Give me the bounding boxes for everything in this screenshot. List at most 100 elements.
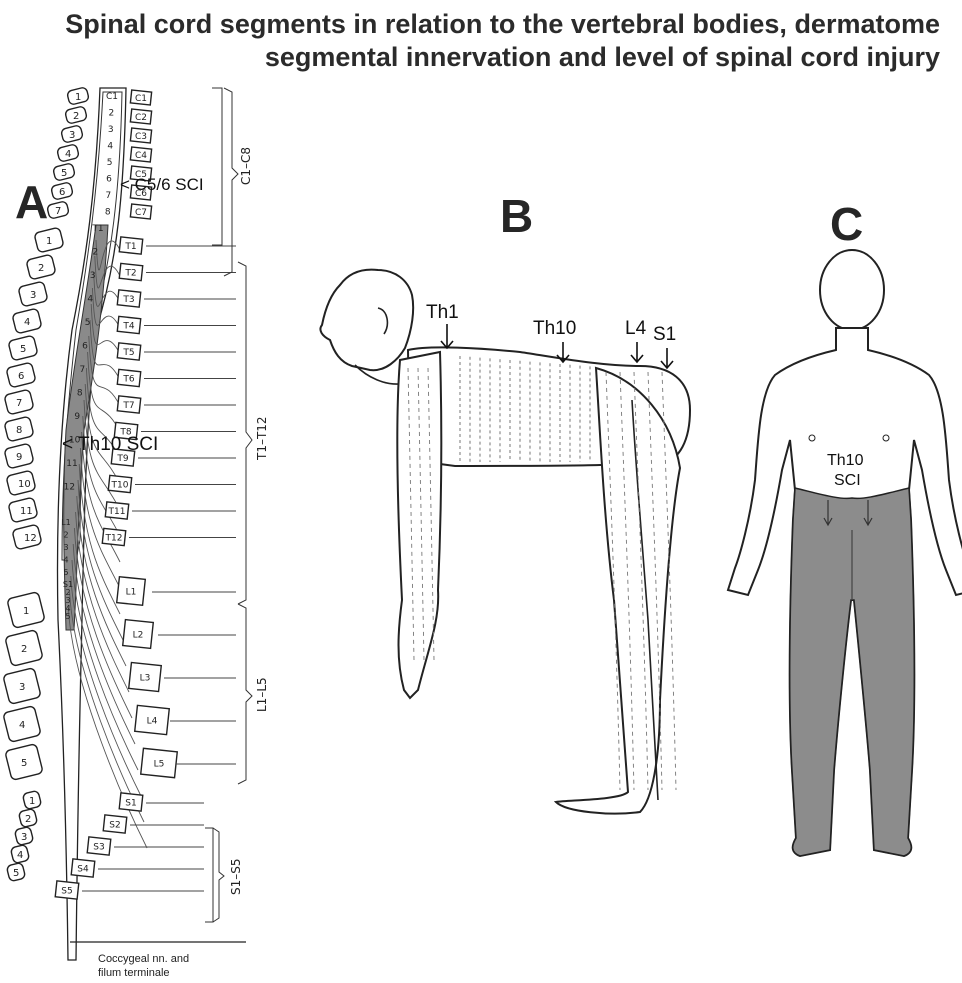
vertebra-number: 4: [19, 720, 25, 731]
bracket-label-s1-s5: S1–S5: [229, 858, 243, 895]
cord-segment-label: L1: [61, 518, 71, 527]
footnote-line-2: filum terminale: [98, 967, 170, 979]
vertebra-number: 1: [46, 236, 52, 247]
bracket-label-c1-c8: C1–C8: [239, 147, 253, 185]
bracket-t: [238, 262, 252, 604]
cord-segment-label: 5: [65, 612, 70, 621]
vertebra-number: 2: [21, 644, 27, 655]
cord-segment-label: 11: [66, 459, 77, 469]
thoracic-root-label: T5: [122, 348, 134, 358]
sacral-root-label: S2: [109, 821, 120, 831]
sci-th10-annotation: < Th10 SCI: [62, 434, 158, 455]
cervical-root-label: C1: [135, 94, 147, 104]
vertebra-number: 3: [19, 682, 25, 693]
cord-segment-label: 3: [90, 271, 96, 281]
cervical-root-label: C4: [135, 151, 147, 161]
vertebra-number: 4: [17, 850, 23, 861]
vertebra-number: 5: [13, 868, 19, 879]
label-l4: L4: [625, 318, 647, 339]
cord-segment-label: 4: [107, 142, 113, 152]
label-s1: S1: [653, 324, 676, 345]
figure-b-arm: [397, 352, 441, 698]
vertebra-number: 5: [20, 344, 26, 355]
label-c-line-1: Th10: [827, 452, 864, 469]
figure-b-head: [320, 270, 413, 371]
cord-segment-label: T1: [91, 224, 103, 234]
vertebra-number: 10: [18, 479, 31, 490]
vertebra-number: 3: [30, 290, 36, 301]
vertebra-number: 5: [21, 758, 27, 769]
vertebra-number: 5: [61, 168, 67, 179]
vertebra-number: 6: [18, 371, 24, 382]
sacral-root-label: S1: [125, 799, 136, 809]
panel-c: C Th10 SCI: [728, 198, 962, 856]
cord-segment-label: 5: [107, 158, 113, 168]
lumbar-root-label: L4: [147, 717, 158, 727]
thoracic-root-label: T12: [105, 534, 123, 544]
cord-segment-label: 4: [63, 556, 68, 565]
thoracic-root-label: T1: [124, 242, 136, 252]
thoracic-root-label: T2: [124, 269, 136, 279]
cord-segment-label: 12: [64, 483, 75, 493]
sci-c5-annotation: < C5/6 SCI: [120, 175, 204, 194]
bracket-s: [205, 828, 213, 922]
cord-segment-label: C1: [106, 92, 118, 102]
bracket-c-curly: [224, 88, 238, 276]
panel-a-letter: A: [15, 176, 48, 228]
thoracic-root-label: T9: [116, 454, 128, 464]
thoracic-root-label: T3: [122, 295, 134, 305]
thoracic-root-label: T4: [122, 322, 134, 332]
vertebra-number: 12: [24, 533, 37, 544]
vertebra-number: 7: [55, 206, 61, 217]
vertebra-number: 7: [16, 398, 22, 409]
cord-segment-label: 2: [109, 109, 115, 119]
segment-lines: [82, 246, 236, 891]
bracket-c: [212, 88, 222, 245]
cord-segment-label: 2: [93, 248, 99, 258]
cord-segment-label: 5: [63, 568, 68, 577]
vertebra-number: 1: [75, 92, 81, 103]
arrow-s1: [661, 348, 673, 368]
sacral-root-label: S3: [93, 843, 104, 853]
cord-segment-label: 7: [106, 191, 112, 201]
bracket-label-t1-t12: T1–T12: [255, 416, 269, 461]
lumbar-root-label: L3: [140, 674, 151, 684]
cord-segment-label: 3: [63, 543, 68, 552]
lumbar-root-label: L5: [154, 760, 165, 770]
vertebra-number: 9: [16, 452, 22, 463]
cord-segment-label: 2: [63, 531, 68, 540]
cord-segment-label: 4: [87, 295, 93, 305]
thoracic-root-label: T11: [108, 507, 126, 517]
panel-b-letter: B: [500, 190, 533, 242]
cord-segment-label: 5: [85, 318, 91, 328]
cord-segment-label: 7: [80, 365, 86, 375]
vertebra-number: 2: [73, 111, 79, 122]
cord-segment-label: 8: [77, 389, 83, 399]
cord-segment-label: 6: [82, 342, 88, 352]
figure-c-head: [820, 250, 884, 330]
vertebra-number: 1: [23, 606, 29, 617]
bracket-label-l1-l5: L1–L5: [255, 677, 269, 712]
arrow-th1: [441, 324, 453, 348]
vertebra-number: 3: [69, 130, 75, 141]
thoracic-root-label: T7: [122, 401, 134, 411]
thoracic-root-label: T6: [122, 375, 134, 385]
vertebra-number: 8: [16, 425, 22, 436]
panel-c-letter: C: [830, 198, 863, 250]
label-th1: Th1: [426, 302, 459, 323]
sacral-root-label: S4: [77, 865, 89, 875]
vertebra-number: 4: [65, 149, 71, 160]
bracket-s-curly: [213, 828, 224, 922]
cervical-root-label: C7: [135, 208, 147, 218]
vertebra-number: 2: [38, 263, 44, 274]
label-th10: Th10: [533, 318, 576, 339]
vertebra-number: 11: [20, 506, 33, 517]
vertebra-number: 1: [29, 796, 35, 807]
lumbar-root-label: L2: [133, 631, 144, 641]
lumbar-root-label: L1: [126, 588, 137, 598]
vertebra-number: 3: [21, 832, 27, 843]
cord-segment-label: 8: [105, 208, 111, 218]
vertebra-number: 4: [24, 317, 30, 328]
